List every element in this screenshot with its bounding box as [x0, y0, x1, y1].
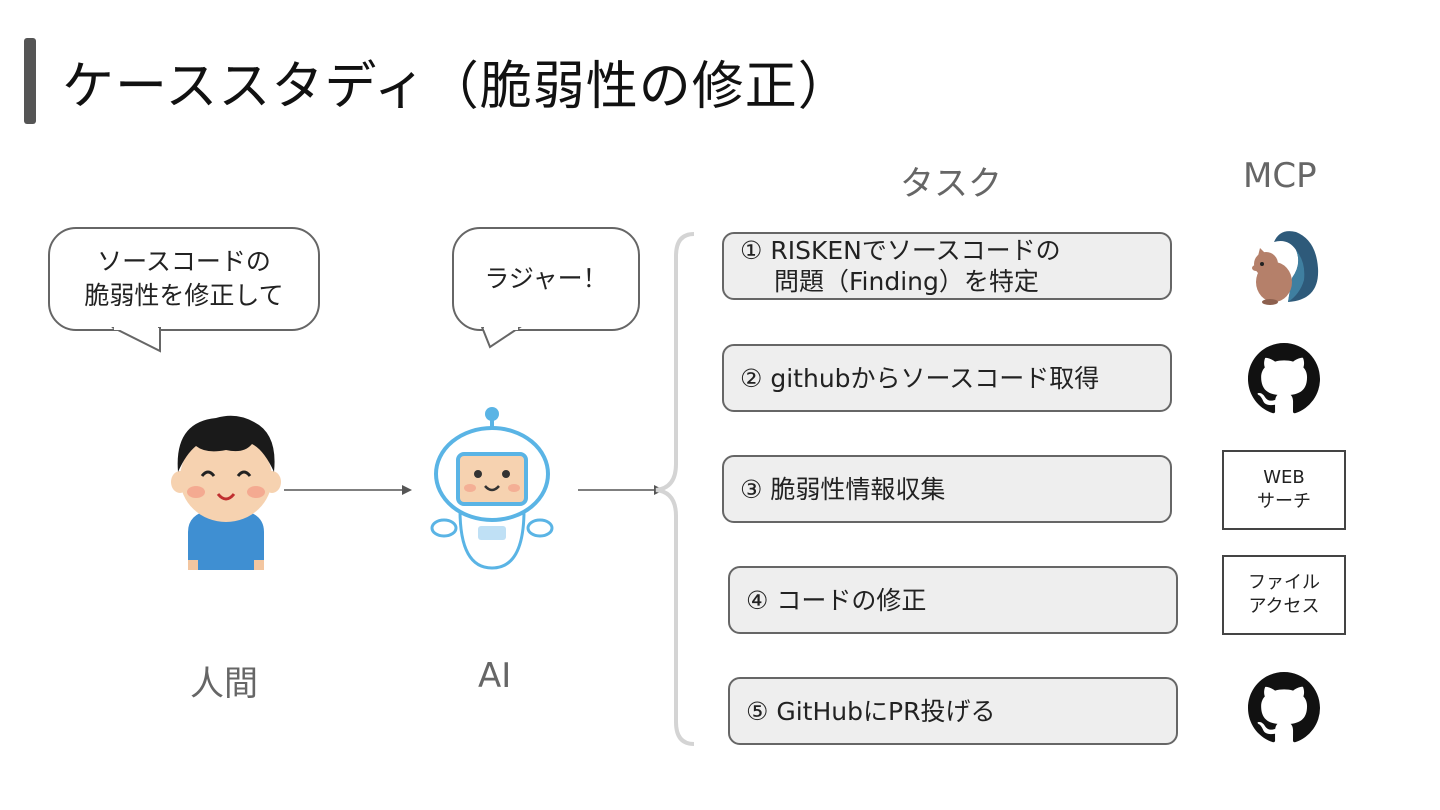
human-to-ai-arrow: [284, 485, 412, 495]
tool-label: ファイル: [1248, 572, 1320, 593]
human-speech-line: 脆弱性を修正して: [84, 281, 284, 310]
human-bubble-tail: [111, 327, 161, 353]
human-label: 人間: [190, 664, 258, 704]
task-box-1: ① RISKENでソースコードの 問題（Finding）を特定: [722, 232, 1172, 300]
task-text: ③ 脆弱性情報収集: [740, 474, 946, 504]
tool-label: アクセス: [1248, 596, 1320, 617]
task-text: ① RISKENでソースコードの: [740, 236, 1061, 265]
ai-speech-bubble: ラジャー！: [452, 227, 640, 331]
ai-bubble-tail: [480, 327, 522, 349]
task-box-2: ② githubからソースコード取得: [722, 344, 1172, 412]
title-accent-bar: [24, 38, 36, 124]
ai-speech-text: ラジャー！: [484, 264, 608, 293]
task-box-4: ④ コードの修正: [728, 566, 1178, 634]
github-icon: [1248, 672, 1320, 743]
task-group-brace: [655, 232, 695, 746]
task-box-5: ⑤ GitHubにPR投げる: [728, 677, 1178, 745]
task-text: 問題（Finding）を特定: [774, 267, 1039, 296]
file-access-tool-box: ファイル アクセス: [1222, 555, 1346, 635]
ai-label: AI: [478, 656, 512, 696]
task-text: ④ コードの修正: [746, 585, 927, 615]
task-box-3: ③ 脆弱性情報収集: [722, 455, 1172, 523]
web-search-tool-box: WEB サーチ: [1222, 450, 1346, 530]
task-text: ⑤ GitHubにPR投げる: [746, 696, 996, 726]
task-text: ② githubからソースコード取得: [740, 363, 1100, 393]
ai-robot-icon: [430, 407, 554, 570]
human-speech-line: ソースコードの: [97, 247, 271, 276]
github-icon: [1248, 343, 1320, 414]
task-column-header: タスク: [900, 164, 1002, 204]
tool-label: サーチ: [1257, 491, 1311, 512]
squirrel-icon: [1252, 231, 1319, 305]
tool-label: WEB: [1263, 467, 1305, 488]
slide-title: ケーススタディ（脆弱性の修正）: [62, 57, 851, 117]
human-person-icon: [171, 415, 281, 570]
human-speech-bubble: ソースコードの 脆弱性を修正して: [48, 227, 320, 331]
mcp-column-header: MCP: [1243, 156, 1317, 196]
